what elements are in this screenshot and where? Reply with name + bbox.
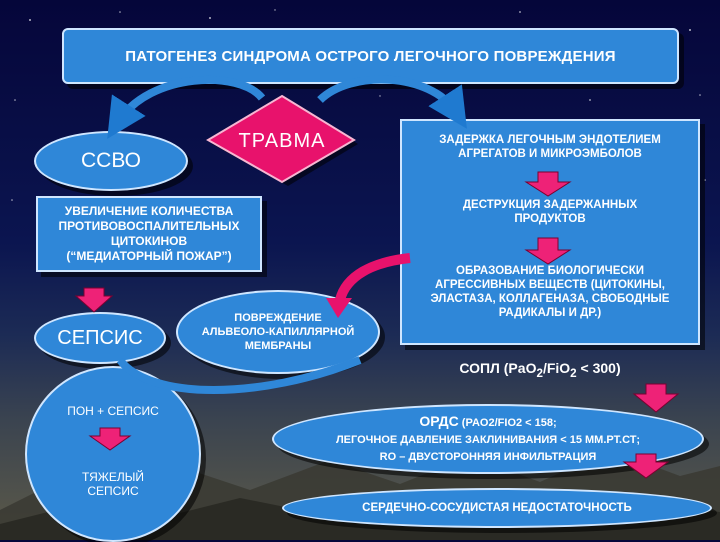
sepsis-ellipse: СЕПСИС (34, 312, 166, 364)
ards-title-detail: (PaO2/FiO2 < 158; (458, 416, 557, 429)
ards-line-3: Ro – ДВУСТОРОННЯЯ ИНФИЛЬТРАЦИЯ (379, 450, 597, 463)
cytokines-line-3: ЦИТОКИНОВ (110, 234, 188, 248)
sopl-sub-2: 2 (570, 366, 577, 380)
severe-sepsis-circle: ПОН + СЕПСИС ТЯЖЕЛЫЙ СЕПСИС (25, 366, 201, 542)
page-title: ПАТОГЕНЕЗ СИНДРОМА ОСТРОГО ЛЕГОЧНОГО ПОВ… (125, 47, 616, 65)
right-mechanism-panel: ЗАДЕРЖКА ЛЕГОЧНЫМ ЭНДОТЕЛИЕМ АГРЕГАТОВ И… (400, 119, 700, 345)
sirs-label: ССВО (81, 149, 141, 172)
retention-line-2: АГРЕГАТОВ И МИКРОЭМБОЛОВ (458, 148, 642, 160)
sopl-sub-1: 2 (536, 366, 543, 380)
retention-line-1: ЗАДЕРЖКА ЛЕГОЧНЫМ ЭНДОТЕЛИЕМ (439, 134, 661, 146)
membrane-line-1: ПОВРЕЖДЕНИЕ (234, 312, 322, 324)
trauma-label: ТРАВМА (238, 130, 326, 152)
membrane-ellipse: ПОВРЕЖДЕНИЕ АЛЬВЕОЛО-КАПИЛЛЯРНОЙ МЕМБРАН… (176, 290, 380, 374)
membrane-line-3: МЕМБРАНЫ (244, 340, 312, 352)
severe-sepsis-line-1: ТЯЖЕЛЫЙ (82, 470, 144, 484)
cytokines-box: УВЕЛИЧЕНИЕ КОЛИЧЕСТВА ПРОТИВОВОСПАЛИТЕЛЬ… (36, 196, 262, 272)
sirs-ellipse: ССВО (34, 131, 188, 191)
sopl-prefix: СОПЛ (Pa (459, 360, 526, 376)
formation-line-2: АГРЕССИВНЫХ ВЕЩЕСТВ (ЦИТОКИНЫ, (435, 279, 665, 291)
sepsis-label: СЕПСИС (57, 326, 143, 349)
sopl-suffix: < 300) (576, 360, 621, 376)
destruction-line-2: ПРОДУКТОВ (514, 213, 586, 225)
destruction-line-1: ДЕСТРУКЦИЯ ЗАДЕРЖАННЫХ (462, 199, 638, 211)
sopl-mid: /FiO (542, 360, 571, 376)
cytokines-line-4: (“МЕДИАТОРНЫЙ ПОЖАР”) (66, 249, 232, 263)
sopl-label: СОПЛ (PaO2/FiO2 < 300) (380, 360, 700, 382)
ards-ellipse: ОРДС (PaO2/FiO2 < 158; ЛЕГОЧНОЕ ДАВЛЕНИЕ… (272, 404, 704, 474)
pon-sepsis-label: ПОН + СЕПСИС (67, 404, 159, 418)
membrane-line-2: АЛЬВЕОЛО-КАПИЛЛЯРНОЙ (201, 326, 355, 338)
formation-line-1: ОБРАЗОВАНИЕ БИОЛОГИЧЕСКИ (456, 265, 644, 277)
cardio-ellipse: СЕРДЕЧНО-СОСУДИСТАЯ НЕДОСТАТОЧНОСТЬ (282, 488, 712, 528)
cytokines-line-1: УВЕЛИЧЕНИЕ КОЛИЧЕСТВА (64, 204, 234, 218)
cardio-label: СЕРДЕЧНО-СОСУДИСТАЯ НЕДОСТАТОЧНОСТЬ (362, 502, 632, 514)
trauma-diamond: ТРАВМА (202, 94, 362, 188)
title-box: ПАТОГЕНЕЗ СИНДРОМА ОСТРОГО ЛЕГОЧНОГО ПОВ… (62, 28, 679, 84)
severe-sepsis-line-2: СЕПСИС (87, 484, 139, 498)
cytokines-line-2: ПРОТИВОВОСПАЛИТЕЛЬНЫХ (58, 219, 240, 233)
formation-line-3: ЭЛАСТАЗА, КОЛЛАГЕНАЗА, СВОБОДНЫЕ (430, 293, 670, 305)
ards-line-2: ЛЕГОЧНОЕ ДАВЛЕНИЕ ЗАКЛИНИВАНИЯ < 15 мм.р… (335, 433, 641, 446)
sopl-o: O (525, 360, 537, 376)
formation-line-4: РАДИКАЛЫ И ДР.) (498, 307, 602, 319)
ards-title: ОРДС (419, 412, 459, 429)
